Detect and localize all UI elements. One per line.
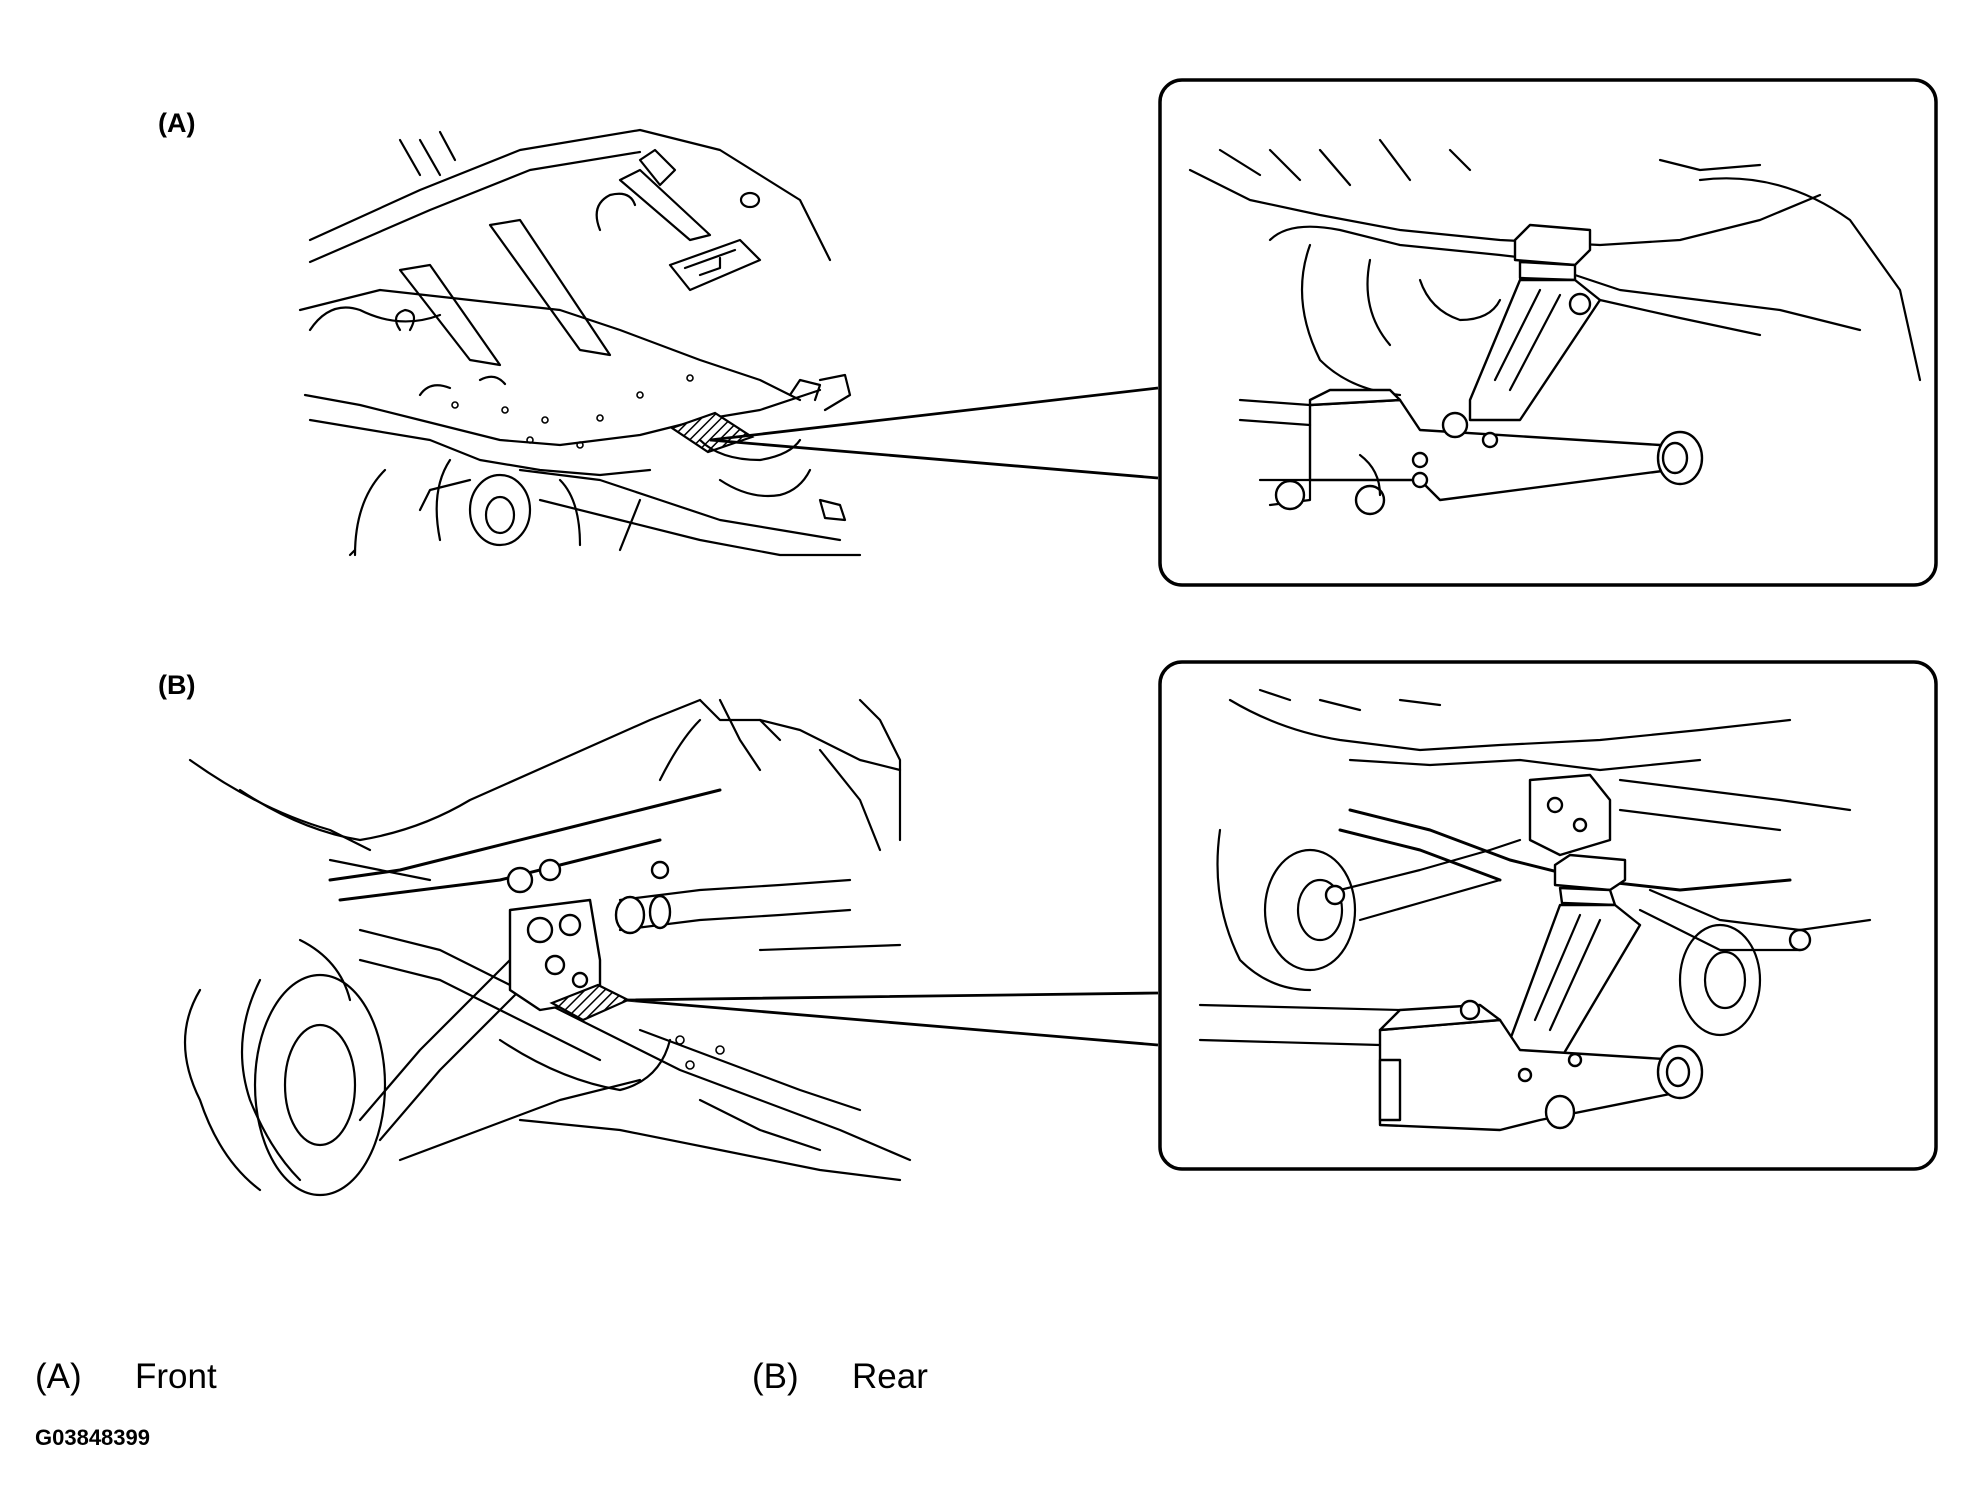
front-underbody-drawing xyxy=(298,128,862,557)
front-jack-point-marker xyxy=(669,411,755,454)
legend-text-rear: Rear xyxy=(852,1357,928,1396)
rear-inset-frame xyxy=(1158,660,1938,1171)
legend-key-a: (A) xyxy=(35,1357,82,1396)
rear-floor-jack-drawing xyxy=(1198,688,1872,1132)
rear-underbody-drawing xyxy=(184,698,912,1197)
panel-a-label: (A) xyxy=(158,108,196,138)
rear-leader-line xyxy=(624,991,1159,1047)
front-floor-jack-drawing xyxy=(1188,138,1922,516)
panel-b-label: (B) xyxy=(158,670,196,700)
legend-item-front: (A) Front xyxy=(35,1357,217,1397)
figure-id: G03848399 xyxy=(35,1425,150,1450)
legend-key-b: (B) xyxy=(752,1357,799,1396)
legend-text-front: Front xyxy=(135,1357,217,1396)
legend-item-rear: (B) Rear xyxy=(752,1357,928,1397)
front-leader-line xyxy=(709,386,1159,480)
